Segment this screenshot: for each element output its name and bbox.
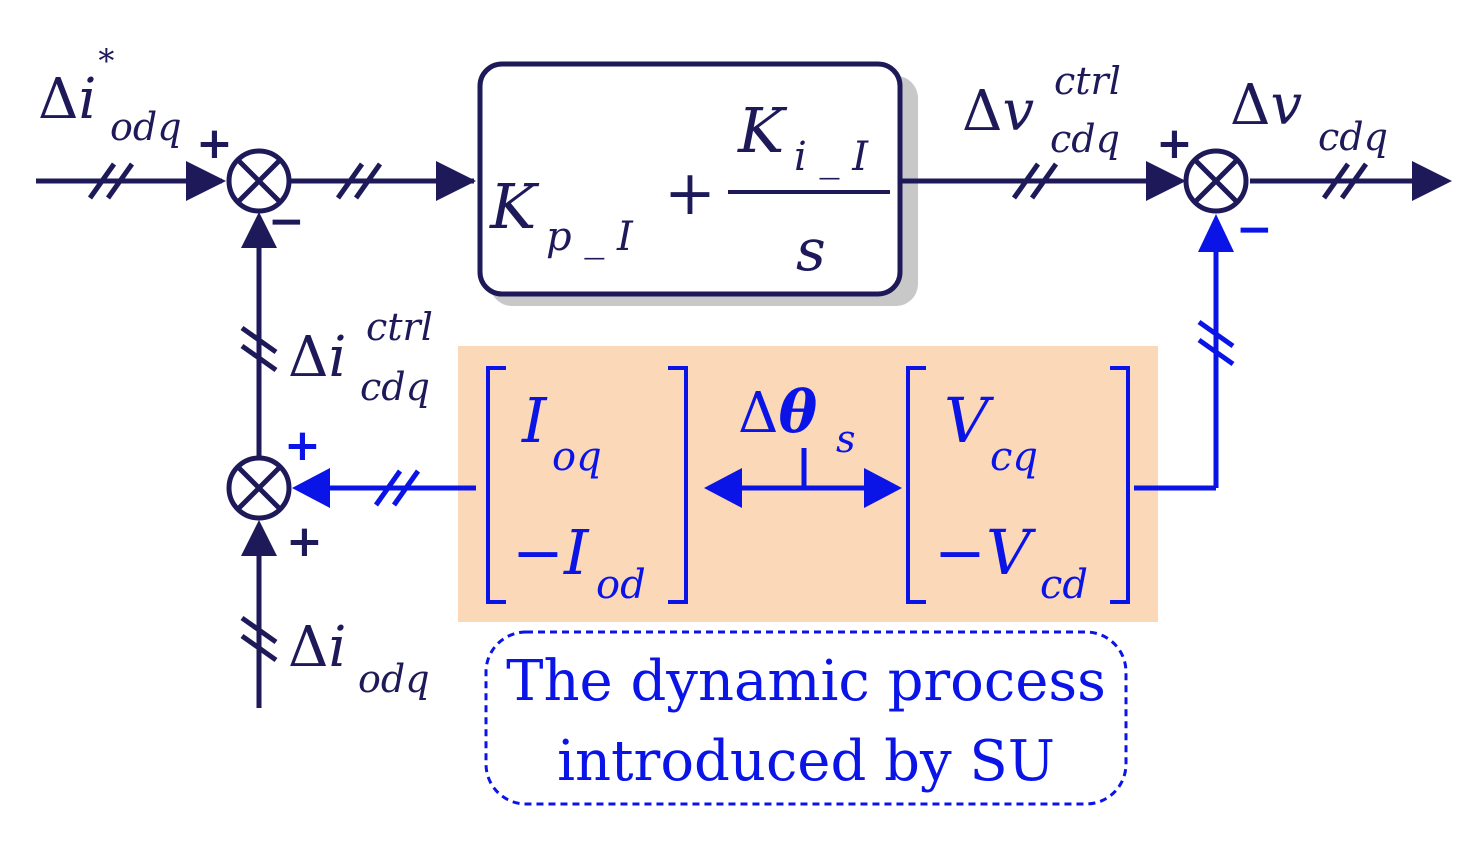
input-reference-label: Δi*odq [38,42,182,149]
su-highlight-region [458,346,1158,622]
voltage-vector-brackets [906,366,1130,604]
su-caption-line-2: introduced by SU [557,729,1055,794]
su-caption-line-1: The dynamic process [506,649,1106,714]
pi-plus-sign: + [664,156,716,229]
summing-junction-3 [226,455,292,521]
sum3-bottom-plus-sign: + [286,516,323,567]
summing-junction-2 [1183,148,1249,214]
sum1-minus-sign: − [268,196,305,247]
summing-junction-1 [226,148,292,214]
sum3-top-plus-sign: + [284,420,321,471]
main-arrow-heads [186,161,1452,556]
pi-denominator-s: s [796,216,826,284]
su-arrow-heads [292,214,1234,508]
sum2-minus-sign: − [1236,204,1273,255]
sum1-plus-sign: + [196,118,233,169]
current-vector-brackets [486,366,688,604]
main-signal-lines [36,178,1420,708]
su-caption-box [484,630,1128,806]
su-bus-slash-marks [373,319,1235,507]
sum2-plus-sign: + [1156,118,1193,169]
bus-slash-marks [87,162,1369,663]
voltage-vector-row-1: Vcq [944,384,1038,480]
